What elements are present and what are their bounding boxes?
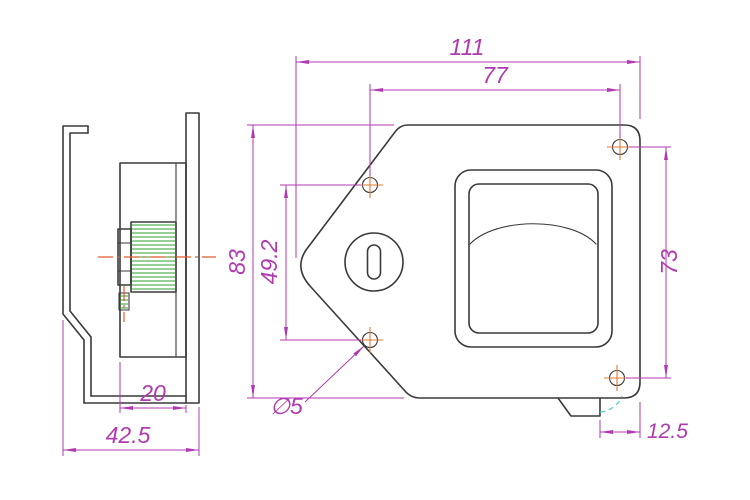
dim-hole-diameter: ∅5 bbox=[270, 345, 365, 419]
hole-crosshair bbox=[607, 134, 633, 160]
leader-line bbox=[304, 345, 365, 403]
lock-cylinder-face bbox=[344, 232, 404, 292]
dim-left-hole-span: 49.2 bbox=[256, 184, 361, 341]
dim-total-depth: 42.5 bbox=[62, 320, 200, 456]
dim-label-hole-span-width: 77 bbox=[482, 62, 509, 88]
hole-crosshair bbox=[357, 172, 383, 198]
bracket-outer-edge bbox=[62, 125, 89, 404]
hole-crosshair bbox=[604, 365, 630, 391]
dim-plate-height: 83 bbox=[224, 124, 404, 399]
mounting-hole-top-right bbox=[607, 134, 633, 160]
dim-body-depth: 20 bbox=[119, 362, 187, 413]
paddle-grip-curve bbox=[469, 223, 597, 245]
dim-label-plate-height: 83 bbox=[224, 249, 250, 275]
thread-hatch bbox=[132, 224, 175, 290]
front-view bbox=[300, 124, 641, 417]
mounting-hole-top-left bbox=[357, 172, 383, 198]
dim-label-hole-diameter: ∅5 bbox=[270, 393, 303, 419]
dim-label-tab-offset: 12.5 bbox=[647, 420, 688, 443]
plate-outline bbox=[300, 124, 641, 399]
hidden-edge bbox=[599, 395, 623, 413]
dim-hole-span-width: 77 bbox=[369, 62, 621, 176]
mounting-hole-bottom-right bbox=[604, 365, 630, 391]
small-fastener bbox=[118, 286, 130, 322]
dim-label-left-hole-span: 49.2 bbox=[256, 239, 282, 284]
side-view bbox=[62, 112, 216, 404]
dim-tab-offset: 12.5 bbox=[599, 402, 688, 443]
dim-right-hole-span: 73 bbox=[626, 146, 682, 379]
bracket bbox=[62, 125, 187, 404]
panel-plate bbox=[185, 112, 200, 404]
dim-total-width: 111 bbox=[295, 34, 641, 258]
dim-label-total-depth: 42.5 bbox=[106, 422, 151, 448]
paddle-recess bbox=[454, 169, 613, 348]
body-outline bbox=[119, 162, 187, 358]
mounting-hole-bottom-left bbox=[357, 327, 383, 353]
dim-label-body-depth: 20 bbox=[139, 380, 166, 406]
paddle-handle bbox=[468, 183, 599, 334]
bracket-inner-edge bbox=[69, 132, 92, 397]
bottom-tab bbox=[557, 397, 601, 417]
keyway bbox=[366, 244, 382, 280]
dim-label-total-width: 111 bbox=[450, 34, 485, 60]
dimensions: 111 77 83 49.2 73 bbox=[62, 34, 688, 456]
hole-crosshair bbox=[357, 327, 383, 353]
dim-label-right-hole-span: 73 bbox=[656, 249, 682, 275]
